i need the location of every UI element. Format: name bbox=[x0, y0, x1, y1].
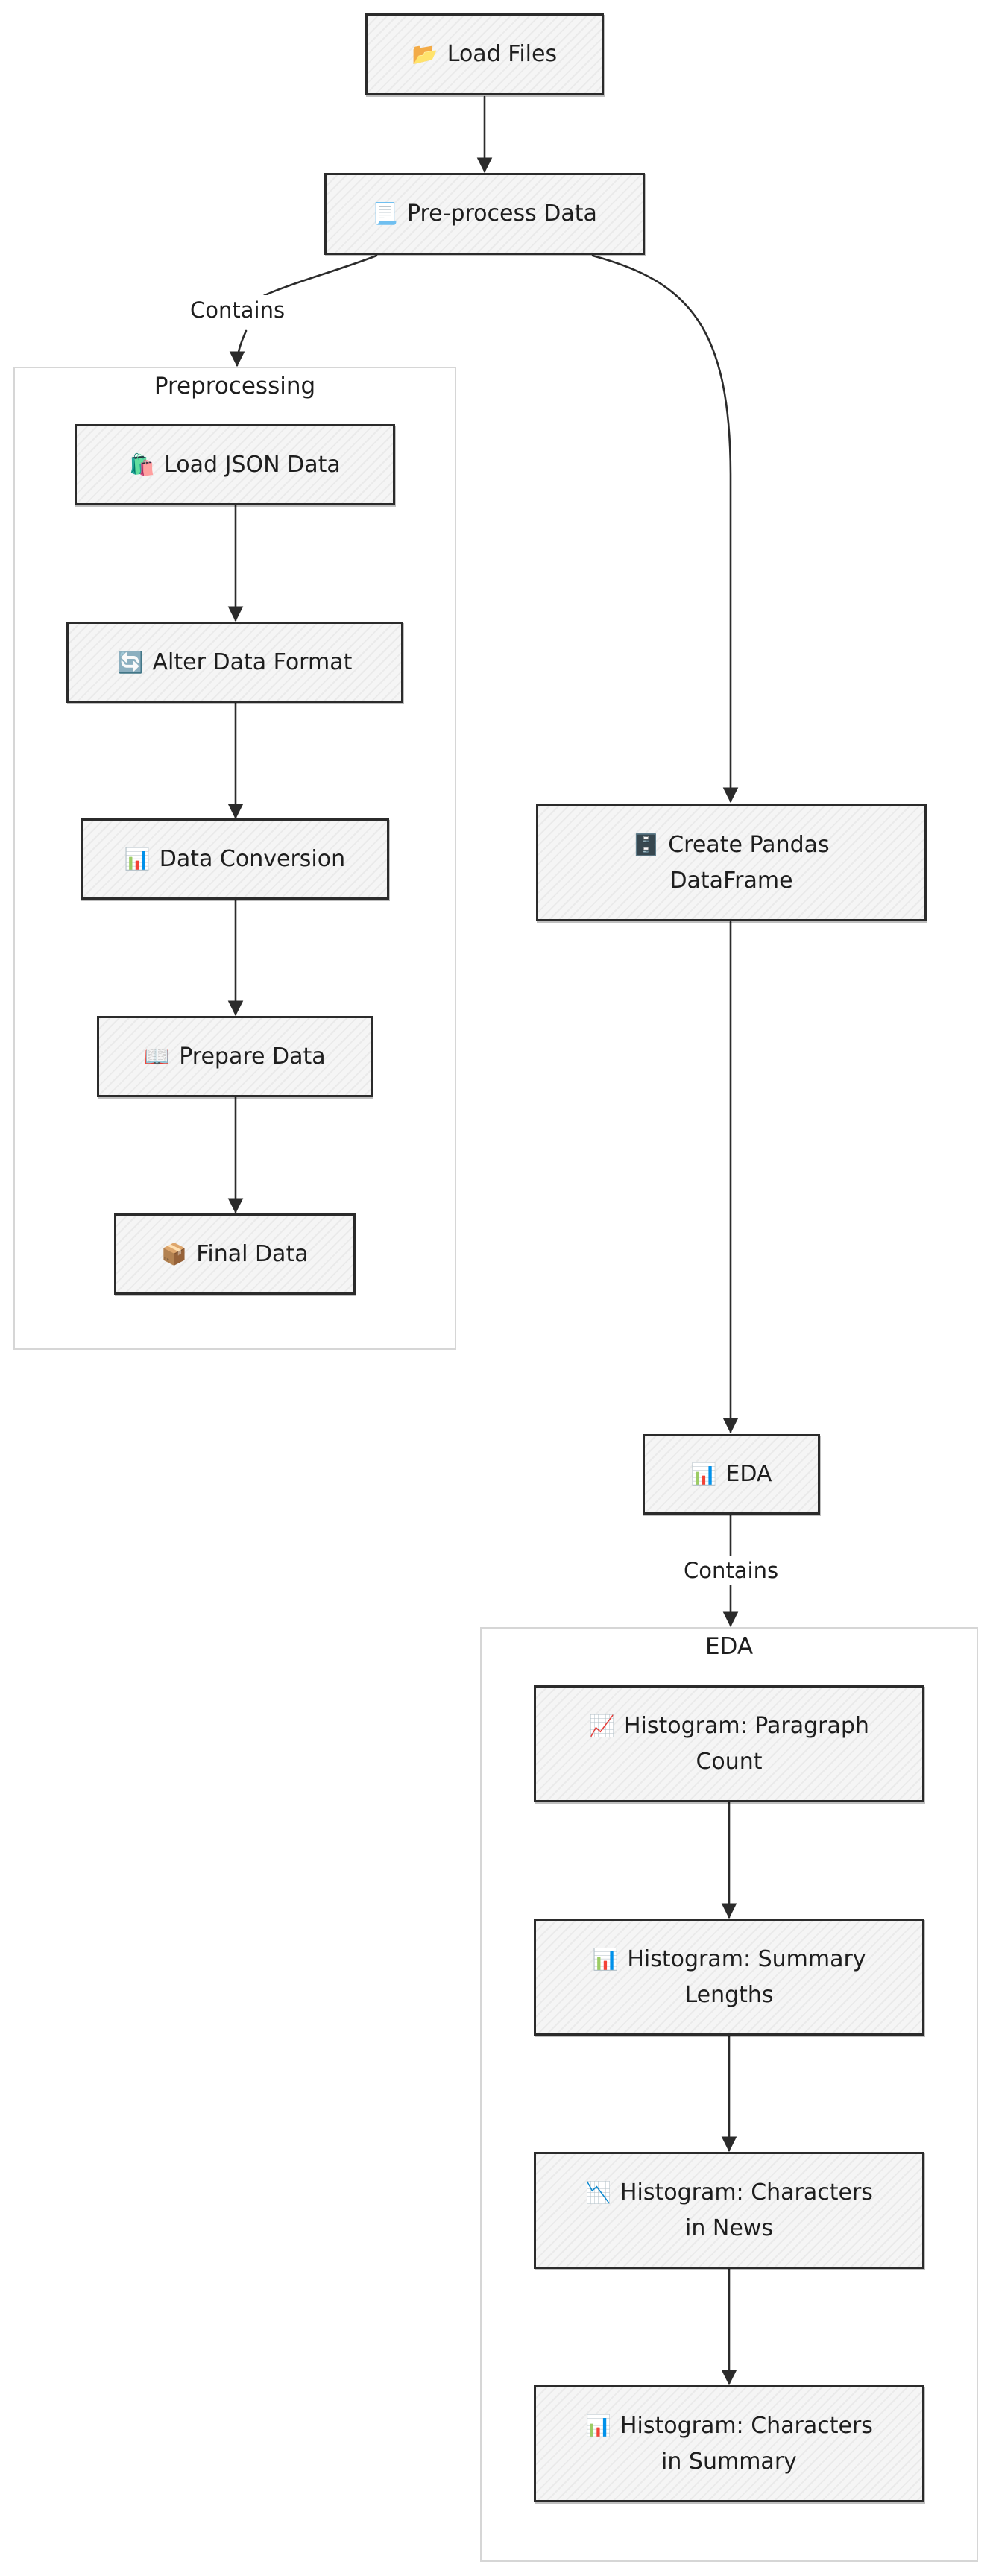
node-create-pandas-dataframe[interactable]: 🗄️ Create Pandas DataFrame bbox=[536, 804, 927, 921]
node-load-json-data[interactable]: 🛍️ Load JSON Data bbox=[75, 424, 395, 505]
edge-label-contains-eda: Contains bbox=[679, 1556, 784, 1585]
node-label: Prepare Data bbox=[179, 1043, 326, 1070]
node-label-line1: Histogram: Summary bbox=[627, 1945, 866, 1972]
bar-chart-icon: 📊 bbox=[690, 1462, 717, 1486]
node-label: Load Files bbox=[447, 41, 558, 67]
node-label-line2: Lengths bbox=[684, 1981, 774, 2008]
node-label-line1: Histogram: Paragraph bbox=[623, 1712, 869, 1739]
node-label: EDA bbox=[725, 1461, 772, 1487]
node-label-line2: DataFrame bbox=[669, 867, 793, 894]
node-label: Data Conversion bbox=[159, 845, 346, 872]
edge-preprocess-to-create-df bbox=[591, 254, 739, 804]
node-histogram-characters-in-news[interactable]: 📉 Histogram: Characters in News bbox=[534, 2152, 924, 2269]
node-label-line1: Create Pandas bbox=[668, 831, 830, 858]
node-load-files[interactable]: 📂 Load Files bbox=[365, 13, 604, 95]
chart-increasing-icon: 📈 bbox=[589, 1713, 615, 1738]
bar-chart-icon: 📊 bbox=[585, 2413, 611, 2438]
cluster-preprocessing-title: Preprocessing bbox=[154, 373, 316, 400]
bag-icon: 🛍️ bbox=[129, 452, 156, 477]
node-final-data[interactable]: 📦 Final Data bbox=[114, 1213, 356, 1295]
node-label-line2: in Summary bbox=[661, 2448, 797, 2475]
node-pre-process-data[interactable]: 📃 Pre-process Data bbox=[324, 173, 645, 255]
edge-contains-to-preprocessing bbox=[229, 329, 248, 367]
node-histogram-summary-lengths[interactable]: 📊 Histogram: Summary Lengths bbox=[534, 1919, 924, 2036]
package-icon: 📦 bbox=[161, 1241, 188, 1266]
refresh-icon: 🔄 bbox=[117, 649, 144, 675]
cluster-eda-title: EDA bbox=[704, 1633, 754, 1660]
node-histogram-characters-in-summary[interactable]: 📊 Histogram: Characters in Summary bbox=[534, 2385, 924, 2502]
node-data-conversion[interactable]: 📊 Data Conversion bbox=[81, 818, 389, 900]
bar-chart-icon: 📊 bbox=[592, 1946, 619, 1972]
chart-decreasing-icon: 📉 bbox=[585, 2179, 611, 2205]
node-label: Pre-process Data bbox=[406, 201, 597, 227]
node-eda[interactable]: 📊 EDA bbox=[643, 1434, 820, 1515]
node-label-line1: Histogram: Characters bbox=[620, 2179, 873, 2206]
node-prepare-data[interactable]: 📖 Prepare Data bbox=[97, 1016, 373, 1097]
page-icon: 📃 bbox=[372, 201, 398, 226]
node-label: Load JSON Data bbox=[164, 451, 341, 478]
node-label-line2: Count bbox=[696, 1748, 763, 1775]
node-label: Final Data bbox=[196, 1240, 309, 1267]
edge-label-contains-preprocessing: Contains bbox=[186, 295, 290, 325]
folder-icon: 📂 bbox=[412, 42, 438, 66]
node-histogram-paragraph-count[interactable]: 📈 Histogram: Paragraph Count bbox=[534, 1685, 924, 1802]
bar-chart-icon: 📊 bbox=[124, 846, 151, 871]
node-label-line2: in News bbox=[685, 2214, 773, 2241]
node-alter-data-format[interactable]: 🔄 Alter Data Format bbox=[66, 622, 403, 703]
node-label: Alter Data Format bbox=[152, 648, 353, 675]
open-book-icon: 📖 bbox=[144, 1044, 171, 1069]
file-cabinet-icon: 🗄️ bbox=[633, 832, 660, 857]
node-label-line1: Histogram: Characters bbox=[620, 2412, 873, 2439]
